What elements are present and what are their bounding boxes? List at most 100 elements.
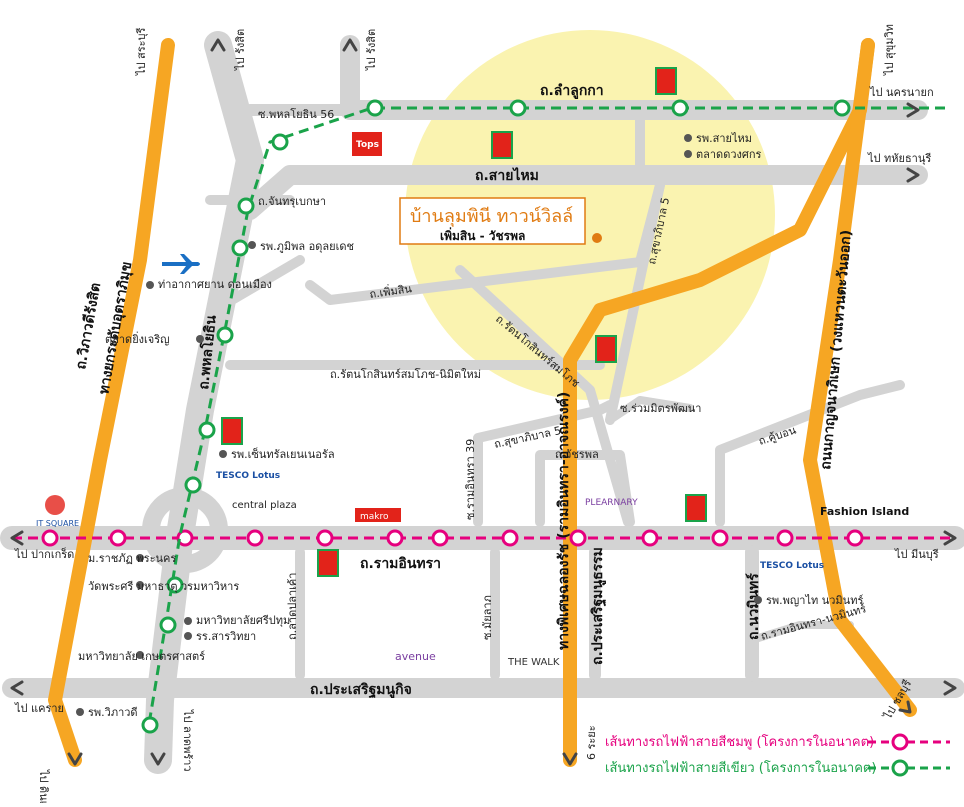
the-walk-logo: THE WALK — [507, 657, 560, 668]
pink-line-route — [12, 529, 955, 547]
green-station — [271, 133, 289, 151]
direction-label: ไป รังสิต — [365, 29, 378, 71]
pink-station — [641, 529, 659, 547]
project-location-marker — [592, 233, 602, 243]
project-name: บ้านลุมพินี ทาวน์วิลล์ — [410, 206, 573, 227]
svg-text:TESCO Lotus: TESCO Lotus — [760, 561, 824, 571]
pink-station — [41, 529, 59, 547]
direction-label: ไป ดินแดง — [37, 769, 50, 803]
arrow-icon — [943, 680, 957, 696]
central-plaza-logo: central plaza — [232, 500, 297, 511]
green-station — [237, 197, 255, 215]
svg-text:Fashion Island: Fashion Island — [820, 505, 909, 518]
place-label-phyathai: รพ.พญาไท นวมินทร์ — [766, 594, 863, 607]
green-station — [671, 99, 689, 117]
street-label-ratchanakarin-2: ถ.รัตนโกสินทร์สมโภช-นิมิตใหม่ — [330, 367, 481, 381]
avenue-logo: avenue — [395, 650, 436, 663]
highway-don-mueang-tollway — [48, 38, 175, 767]
arrow-icon — [10, 530, 24, 546]
road-khu-bon — [715, 380, 905, 527]
svg-text:avenue: avenue — [395, 650, 436, 663]
place-dot — [136, 581, 144, 589]
arrow-icon — [906, 102, 920, 118]
pink-station — [246, 529, 264, 547]
green-station — [366, 99, 384, 117]
street-label-phermsin: ถ.เพิ่มสิน — [368, 280, 413, 301]
place-dot — [184, 632, 192, 640]
arrow-icon — [150, 752, 166, 766]
road-connector-airport — [227, 255, 305, 305]
green-station — [833, 99, 851, 117]
road-phahonyothin — [144, 31, 264, 774]
direction-label: ไป ลาดพร้าว — [181, 709, 194, 772]
svg-text:central plaza: central plaza — [232, 500, 297, 511]
place-dot — [76, 708, 84, 716]
place-label-sripatum: มหาวิทยาลัยศรีปทุม — [196, 614, 290, 627]
road-label-prasert-manutham: ถ.ประเสริฐมนูธรรม — [590, 547, 607, 665]
arrow-icon — [562, 752, 578, 766]
green-station — [231, 239, 249, 257]
street-label-soi-mailap: ซ.มัยลาภ — [481, 595, 494, 640]
fashion-island-logo: Fashion Island — [820, 505, 909, 518]
road-label-nawamin: ถ.นวมินทร์ — [745, 573, 762, 640]
roundabout — [142, 487, 228, 573]
green-station — [216, 326, 234, 344]
road-sukhaphiban-5-lower — [473, 400, 615, 527]
svg-text:THE WALK: THE WALK — [507, 657, 560, 668]
direction-label: ไป แคราย — [14, 702, 64, 715]
direction-label: ไป นครนายก — [869, 86, 934, 99]
place-dot — [684, 134, 692, 142]
arrow-icon — [67, 752, 83, 766]
place-label-rajabhat: ม.ราชภัฏ พระนคร — [88, 552, 176, 565]
svg-text:IT SQUARE: IT SQUARE — [36, 519, 79, 528]
place-label-airport: ท่าอากาศยาน ดอนเมือง — [158, 278, 272, 291]
street-label-ruam-mit: ซ.ร่วมมิตรพัฒนา — [620, 402, 702, 415]
direction-label: ไป รังสิต — [234, 29, 247, 71]
street-label-lat-pla-khao: ถ.ลาดปลาเค้า — [286, 573, 299, 640]
place-dot — [184, 617, 192, 625]
green-station — [141, 716, 159, 734]
pink-station — [109, 529, 127, 547]
big-c-logo — [221, 67, 707, 577]
place-dot — [684, 150, 692, 158]
green-station — [509, 99, 527, 117]
direction-label: ไป สระบุรี — [135, 27, 148, 76]
road-ram-intra-nawamin — [748, 621, 854, 644]
legend: เส้นทางรถไฟฟ้าสายสีชมพู (โครงการในอนาคต)… — [605, 733, 950, 777]
street-label-soi-phahon-56: ซ.พหลโยธิน 56 — [258, 107, 334, 121]
place-dot — [754, 596, 762, 604]
street-label-chantrubeksa: ถ.จันทรุเบกษา — [258, 195, 326, 208]
place-label-bhumibol: รพ.ภูมิพล อดุลยเดช — [260, 240, 354, 253]
tesco-lotus-logo: TESCO Lotus TESCO Lotus — [216, 471, 824, 571]
green-line-route — [141, 99, 945, 734]
road-label-sai-mai: ถ.สายไหม — [475, 166, 539, 184]
direction-label: ไป ทหัยธานุรี — [867, 152, 931, 165]
highway-kanchanaphisek — [803, 38, 917, 717]
arrow-icon — [898, 700, 912, 714]
pink-station — [431, 529, 449, 547]
pink-station — [776, 529, 794, 547]
svg-text:makro: makro — [360, 512, 389, 522]
place-label-duangsukon: ตลาดดวงศกร — [696, 148, 762, 161]
green-station — [198, 421, 216, 439]
road-label-ram-intra: ถ.รามอินทรา — [360, 556, 441, 572]
direction-label: ไป สุขุมวิท — [883, 24, 896, 76]
makro-logo: makro — [355, 508, 401, 522]
place-label-yingcharoen: ตลาดยิ่งเจริญ — [105, 331, 170, 346]
green-station — [159, 616, 177, 634]
svg-text:TESCO Lotus: TESCO Lotus — [216, 471, 280, 481]
pink-station — [316, 529, 334, 547]
project-title-box: บ้านลุมพินี ทาวน์วิลล์ เพิ่มสิน - วัชรพล — [399, 197, 586, 245]
direction-label: ไป มีนบุรี — [894, 548, 939, 561]
street-label-watcharaphon: ถ.วัชรพล — [555, 448, 599, 461]
place-dot — [136, 554, 144, 562]
tops-logo: Tops super — [352, 132, 411, 156]
road-label-vibhavadi: ถ.วิภาวดีรังสิต — [73, 282, 104, 371]
green-station — [184, 476, 202, 494]
it-square-logo: IT SQUARE — [36, 495, 79, 528]
street-label-ram-intra-39: ซ.รามอินทรา 39 — [464, 439, 477, 520]
green-station — [166, 576, 184, 594]
arrow-icon — [906, 167, 920, 183]
svg-text:Tops super: Tops super — [356, 140, 411, 150]
